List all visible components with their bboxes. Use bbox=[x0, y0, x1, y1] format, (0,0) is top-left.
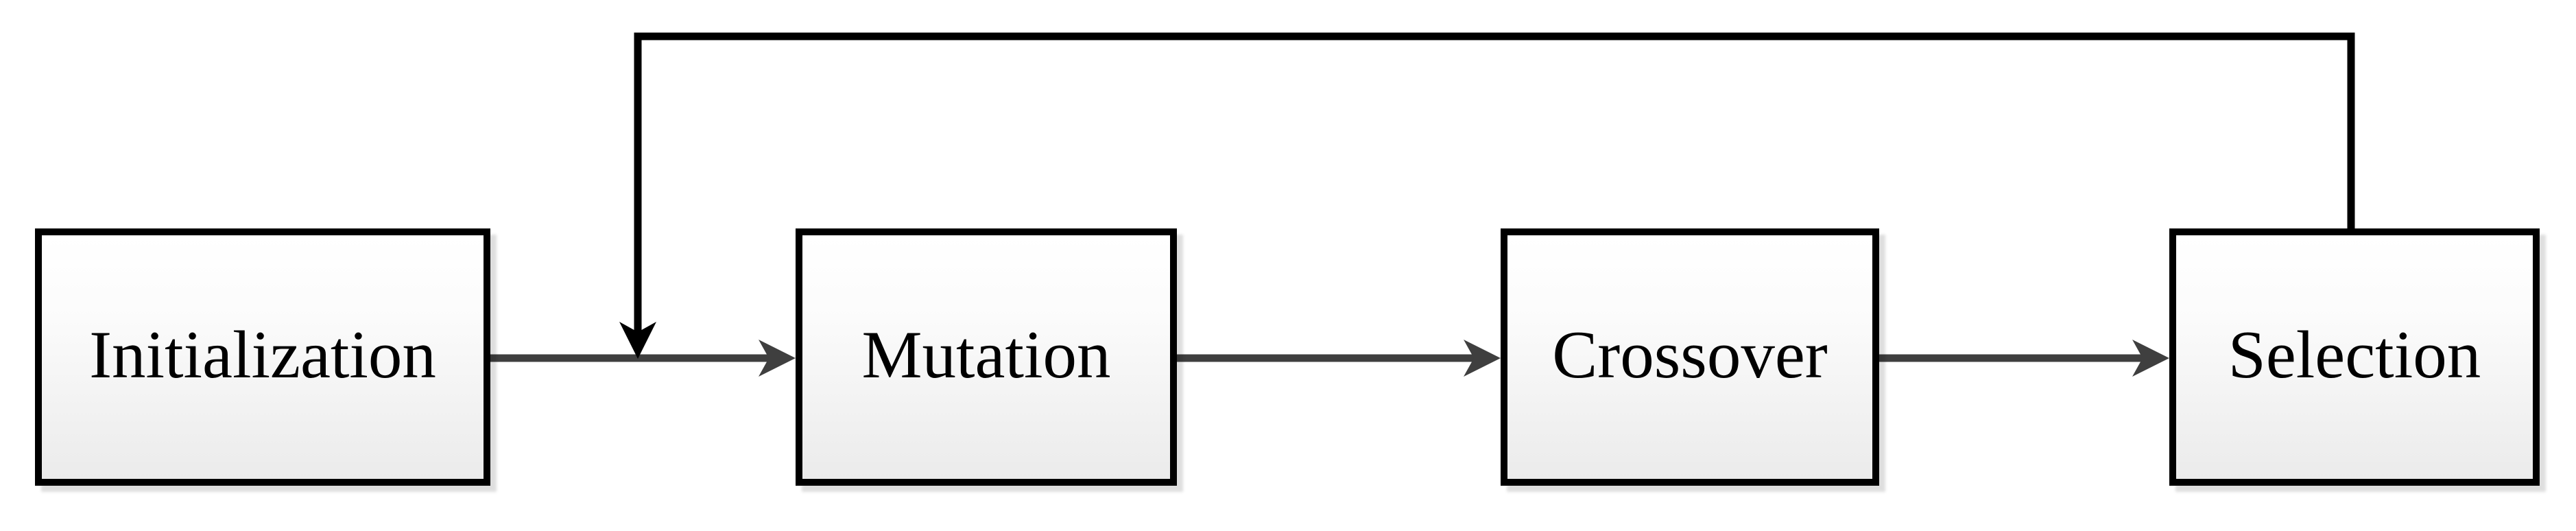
edge-initialization-to-mutation bbox=[488, 340, 796, 377]
node-initialization: Initialization bbox=[35, 228, 490, 486]
node-selection-label: Selection bbox=[2228, 318, 2481, 392]
edge-crossover-to-selection bbox=[1877, 340, 2169, 377]
node-selection: Selection bbox=[2169, 228, 2540, 486]
edge-mutation-to-crossover bbox=[1175, 340, 1501, 377]
arrowhead-down-icon bbox=[619, 322, 656, 359]
edge-selection-to-mutation-feedback bbox=[619, 32, 2355, 359]
arrowhead-right-icon bbox=[759, 340, 796, 377]
node-mutation-label: Mutation bbox=[861, 318, 1111, 392]
node-initialization-label: Initialization bbox=[89, 318, 436, 392]
arrowhead-right-icon bbox=[2132, 340, 2169, 377]
node-mutation: Mutation bbox=[796, 228, 1177, 486]
node-crossover-label: Crossover bbox=[1552, 318, 1828, 392]
arrowhead-right-icon bbox=[1464, 340, 1501, 377]
node-crossover: Crossover bbox=[1501, 228, 1879, 486]
